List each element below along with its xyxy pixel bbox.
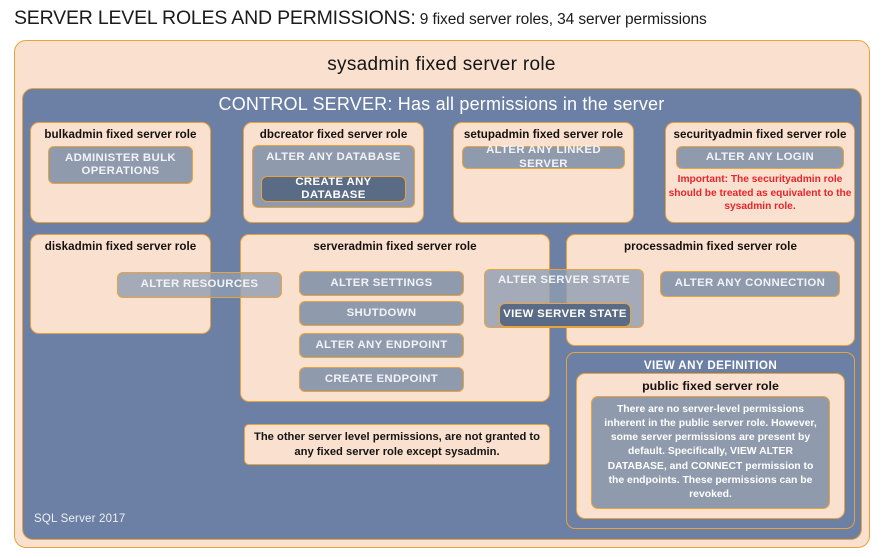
role-title-processadmin: processadmin fixed server role (624, 240, 797, 253)
control-server-title: CONTROL SERVER: Has all permissions in t… (218, 94, 665, 114)
permission-alter-any-connection[interactable]: ALTER ANY CONNECTION (660, 271, 840, 297)
page-title: SERVER LEVEL ROLES AND PERMISSIONS: 9 fi… (14, 7, 874, 33)
permission-view-server-state[interactable]: VIEW SERVER STATE (499, 303, 631, 327)
role-box-setupadmin (453, 122, 634, 223)
permission-shutdown[interactable]: SHUTDOWN (299, 301, 464, 326)
permission-alter-settings[interactable]: ALTER SETTINGS (299, 271, 464, 296)
permission-administer-bulk-operations[interactable]: ADMINISTER BULK OPERATIONS (48, 146, 193, 184)
permission-create-any-database[interactable]: CREATE ANY DATABASE (261, 176, 406, 202)
permission-create-endpoint[interactable]: CREATE ENDPOINT (299, 367, 464, 392)
other-permissions-note: The other server level permissions, are … (244, 424, 550, 465)
permission-alter-resources[interactable]: ALTER RESOURCES (117, 272, 282, 298)
role-title-bulkadmin: bulkadmin fixed server role (44, 128, 197, 141)
public-role-note: There are no server-level permissions in… (591, 396, 830, 509)
page-title-strong: SERVER LEVEL ROLES AND PERMISSIONS: (14, 7, 416, 29)
role-box-securityadmin (665, 122, 855, 223)
role-title-setupadmin: setupadmin fixed server role (463, 128, 624, 141)
footer-version-label: SQL Server 2017 (34, 513, 126, 525)
role-title-diskadmin: diskadmin fixed server role (44, 240, 197, 253)
page-title-rest: 9 fixed server roles, 34 server permissi… (415, 11, 707, 28)
securityadmin-warning-text: Important: The securityadmin role should… (668, 174, 852, 213)
permission-view-any-definition[interactable]: VIEW ANY DEFINITION (643, 359, 778, 372)
role-title-securityadmin: securityadmin fixed server role (673, 128, 847, 141)
permission-alter-any-login[interactable]: ALTER ANY LOGIN (676, 146, 844, 169)
role-title-dbcreator: dbcreator fixed server role (259, 128, 408, 141)
role-title-public: public fixed server role (642, 379, 779, 393)
role-title-serveradmin: serveradmin fixed server role (313, 240, 477, 253)
sysadmin-role-title: sysadmin fixed server role (327, 54, 556, 75)
permission-alter-any-endpoint[interactable]: ALTER ANY ENDPOINT (299, 333, 464, 358)
permission-alter-any-linked-server[interactable]: ALTER ANY LINKED SERVER (462, 144, 625, 170)
